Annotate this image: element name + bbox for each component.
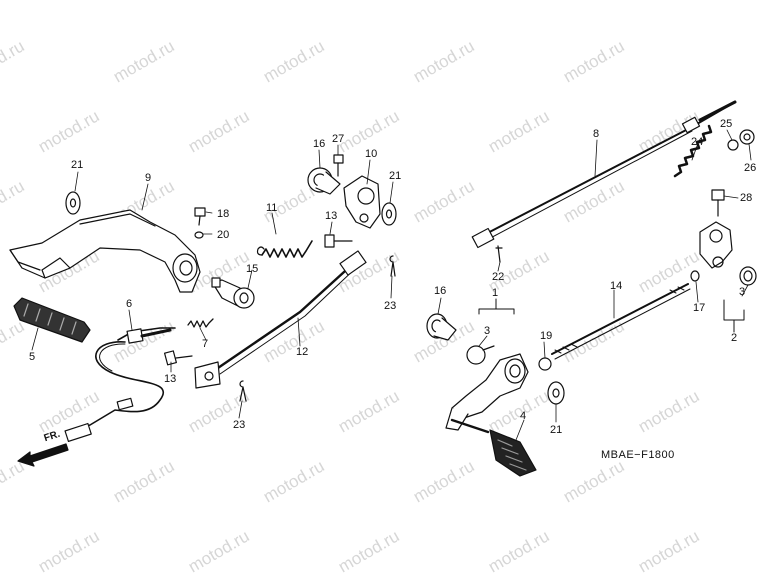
nut-25	[727, 139, 739, 151]
shift-rod-8	[471, 100, 737, 249]
brake-pedal	[9, 209, 201, 293]
callout-2: 2	[731, 332, 738, 344]
bracket-1	[478, 308, 515, 315]
callout-5: 5	[29, 351, 36, 363]
callout-4: 4	[520, 410, 527, 422]
tie-rod-end-2	[699, 221, 757, 286]
callout-13-left: 13	[164, 373, 177, 385]
arm-10	[343, 175, 381, 229]
footpeg-rubber	[13, 297, 91, 343]
spring-7	[187, 318, 214, 328]
pin-22	[495, 245, 503, 263]
callout-14: 14	[610, 280, 623, 292]
nut-17	[690, 270, 700, 282]
callout-17: 17	[693, 302, 706, 314]
pivot-boss-16-top	[307, 167, 341, 195]
bolt-13-left	[163, 350, 193, 366]
bracket-2	[723, 299, 745, 321]
callout-16-top: 16	[313, 138, 326, 150]
washer-21-left	[65, 191, 81, 215]
spring-11	[261, 240, 313, 258]
bolt-18	[194, 207, 206, 226]
bolt-27	[333, 154, 344, 177]
callout-3-right: 3	[739, 286, 746, 298]
callout-23-center: 23	[384, 300, 397, 312]
callout-18: 18	[217, 208, 230, 220]
callout-9: 9	[145, 172, 152, 184]
washer-21-top	[381, 202, 397, 226]
callout-6: 6	[126, 298, 133, 310]
pivot-boss-16-lower	[426, 313, 457, 341]
cotter-pin-23-left	[239, 380, 247, 402]
cap-3-left	[466, 345, 495, 365]
bolt-13-center	[324, 234, 353, 248]
callout-12: 12	[296, 346, 309, 358]
callout-10: 10	[365, 148, 378, 160]
spring-24	[673, 124, 713, 178]
callout-21-top: 21	[389, 170, 402, 182]
callout-23-left: 23	[233, 419, 246, 431]
callout-22: 22	[492, 271, 505, 283]
diagram-reference-code: MBAE−F1800	[601, 449, 675, 461]
pivot-bolt-15	[211, 277, 255, 309]
brake-rod-12	[194, 250, 367, 389]
callout-7: 7	[202, 338, 209, 350]
callout-21-right: 21	[550, 424, 563, 436]
callout-1: 1	[492, 287, 499, 299]
callout-25: 25	[720, 118, 733, 130]
shift-rubber-4	[489, 429, 537, 477]
callout-8: 8	[593, 128, 600, 140]
callout-20: 20	[217, 229, 230, 241]
shift-link-rod-14	[551, 283, 691, 360]
callout-15: 15	[246, 263, 259, 275]
callout-27: 27	[332, 133, 345, 145]
bolt-28	[711, 189, 725, 217]
washer-21-right	[547, 381, 565, 405]
callout-26: 26	[744, 162, 757, 174]
gearshift-pedal-1	[445, 353, 529, 434]
callout-11: 11	[266, 202, 278, 214]
brake-switch-wire	[64, 327, 176, 443]
front-arrow-icon	[17, 443, 69, 467]
callout-19: 19	[540, 330, 553, 342]
cotter-pin-23-center	[389, 255, 396, 277]
callout-3-left: 3	[484, 325, 491, 337]
nut-20	[194, 231, 204, 239]
cap-26	[739, 129, 755, 145]
callout-21-left: 21	[71, 159, 84, 171]
callout-28: 28	[740, 192, 753, 204]
nut-19	[538, 357, 552, 371]
callout-16-lower: 16	[434, 285, 447, 297]
callout-24: 24	[691, 136, 704, 148]
callout-13-center: 13	[325, 210, 338, 222]
